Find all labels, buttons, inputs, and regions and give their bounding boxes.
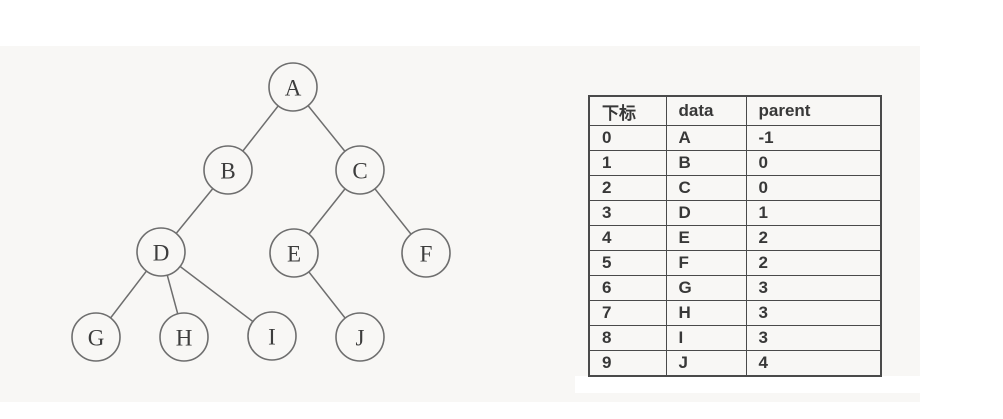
tree-node-i: I [247,311,297,361]
tree-node-circle [268,62,318,112]
table-cell: 2 [745,225,882,251]
table-cell: 3 [745,300,882,326]
table-cell: J [665,350,747,377]
tree-node-circle [401,228,451,278]
table-cell: 2 [588,175,667,201]
tree-node-circle [269,228,319,278]
table-header-cell: data [665,95,747,126]
tree-node-b: B [203,145,253,195]
tree-node-circle [247,311,297,361]
table-cell: 0 [588,125,667,151]
table-cell: 1 [745,200,882,226]
table-cell: 5 [588,250,667,276]
tree-node-circle [203,145,253,195]
table-cell: 0 [745,150,882,176]
table-cell: 9 [588,350,667,377]
table-header-cell: 下标 [588,95,667,126]
table-cell: 1 [588,150,667,176]
tree-node-label: J [356,326,365,351]
scan-artifact-strip [575,376,920,393]
tree-node-f: F [401,228,451,278]
tree-node-label: B [220,159,235,184]
table-cell: B [665,150,747,176]
tree-node-e: E [269,228,319,278]
tree-node-label: D [153,241,170,266]
table-cell: 6 [588,275,667,301]
tree-node-c: C [335,145,385,195]
table-cell: H [665,300,747,326]
tree-node-d: D [136,227,186,277]
table-cell: 3 [745,275,882,301]
table-cell: 3 [745,325,882,351]
table-cell: C [665,175,747,201]
tree-node-circle [335,312,385,362]
tree-node-label: A [285,76,302,101]
table-cell: I [665,325,747,351]
table-cell: -1 [745,125,882,151]
table-cell: G [665,275,747,301]
table-cell: 2 [745,250,882,276]
tree-node-label: F [420,242,433,267]
tree-node-label: G [88,326,105,351]
tree-node-circle [71,312,121,362]
table-cell: 3 [588,200,667,226]
table-cell: 8 [588,325,667,351]
table-cell: E [665,225,747,251]
table-cell: D [665,200,747,226]
tree-node-circle [136,227,186,277]
tree-node-j: J [335,312,385,362]
table-cell: 7 [588,300,667,326]
table-cell: 4 [745,350,882,377]
table-cell: 4 [588,225,667,251]
tree-node-h: H [159,312,209,362]
tree-node-label: H [176,326,193,351]
tree-node-circle [159,312,209,362]
table-header-cell: parent [745,95,882,126]
table-cell: A [665,125,747,151]
table-cell: 0 [745,175,882,201]
table-cell: F [665,250,747,276]
tree-node-a: A [268,62,318,112]
tree-node-label: E [287,242,301,267]
tree-node-label: C [352,159,367,184]
tree-diagram: A B C D E F G H I J [71,62,451,362]
tree-node-g: G [71,312,121,362]
tree-node-circle [335,145,385,195]
tree-node-label: I [268,325,276,350]
